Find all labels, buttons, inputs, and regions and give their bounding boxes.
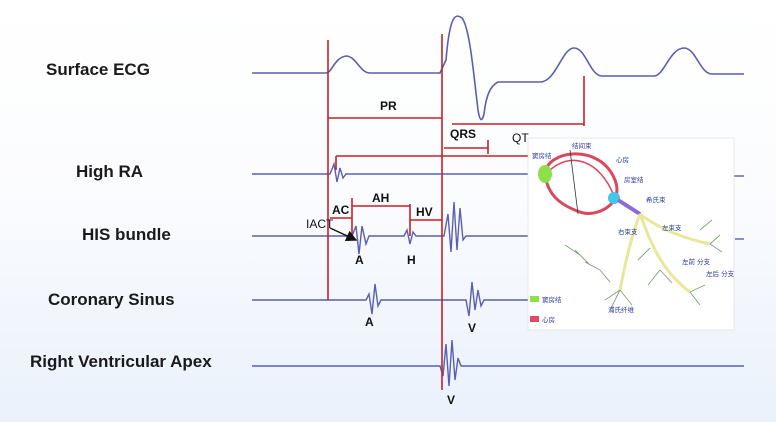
inset-his: 希氏束 <box>646 195 666 204</box>
iact-arrow <box>329 227 358 241</box>
internodal-line <box>569 149 579 215</box>
his-bundle-segment <box>616 198 642 216</box>
rva-trace <box>252 339 744 387</box>
legend-sa-node: 窦房结 <box>542 295 562 304</box>
sa-node <box>538 165 552 183</box>
inset-internodal: 结间束 <box>572 141 592 150</box>
purkinje-fibers <box>564 219 723 311</box>
timing-markers <box>327 34 585 390</box>
iact-label: IACT <box>306 217 334 231</box>
label-rv-apex: Right Ventricular Apex <box>30 352 212 371</box>
qt-label: QT <box>512 131 529 145</box>
legend-swatch-atrium <box>530 316 539 322</box>
conduction-system-inset: 窦房结 结间束 心房 房室结 希氏束 右束支 左束支 左前 分支 左后 分支 浦… <box>527 137 735 331</box>
inset-sa-node: 窦房结 <box>532 151 552 160</box>
his-h-label: H <box>407 253 416 267</box>
label-coronary-sinus: Coronary Sinus <box>48 290 175 309</box>
inset-purkinje: 浦氏纤维 <box>608 305 635 314</box>
cs-a-label: A <box>365 315 374 329</box>
label-surface-ecg: Surface ECG <box>46 60 150 79</box>
inset-atrium: 心房 <box>616 155 629 164</box>
high-ra-trace <box>252 161 540 183</box>
pr-label: PR <box>380 99 397 113</box>
inset-left-anterior: 左前 分支 <box>682 257 711 266</box>
label-his-bundle: HIS bundle <box>82 225 171 244</box>
rva-v-label: V <box>447 393 455 407</box>
ac-label: AC <box>332 203 350 217</box>
label-high-ra: High RA <box>76 162 144 181</box>
legend-swatch-sa-node <box>530 296 539 302</box>
his-bundle-trace <box>252 201 530 255</box>
his-a-label: A <box>355 253 364 267</box>
inset-left-bundle: 左束支 <box>662 223 682 232</box>
coronary-sinus-trace <box>252 281 530 317</box>
legend-atrium: 心房 <box>542 315 555 324</box>
bundle-branches <box>618 212 711 294</box>
inset-right-bundle: 右束支 <box>618 227 638 236</box>
ah-label: AH <box>372 191 389 205</box>
hv-label: HV <box>416 205 433 219</box>
av-node <box>608 192 620 204</box>
cs-v-label: V <box>468 321 476 335</box>
inset-av-node: 房室结 <box>624 175 644 184</box>
qrs-label: QRS <box>450 127 476 141</box>
internodal-tract <box>547 159 615 197</box>
inset-left-posterior: 左后 分支 <box>706 269 735 278</box>
surface-ecg-trace <box>252 15 744 121</box>
